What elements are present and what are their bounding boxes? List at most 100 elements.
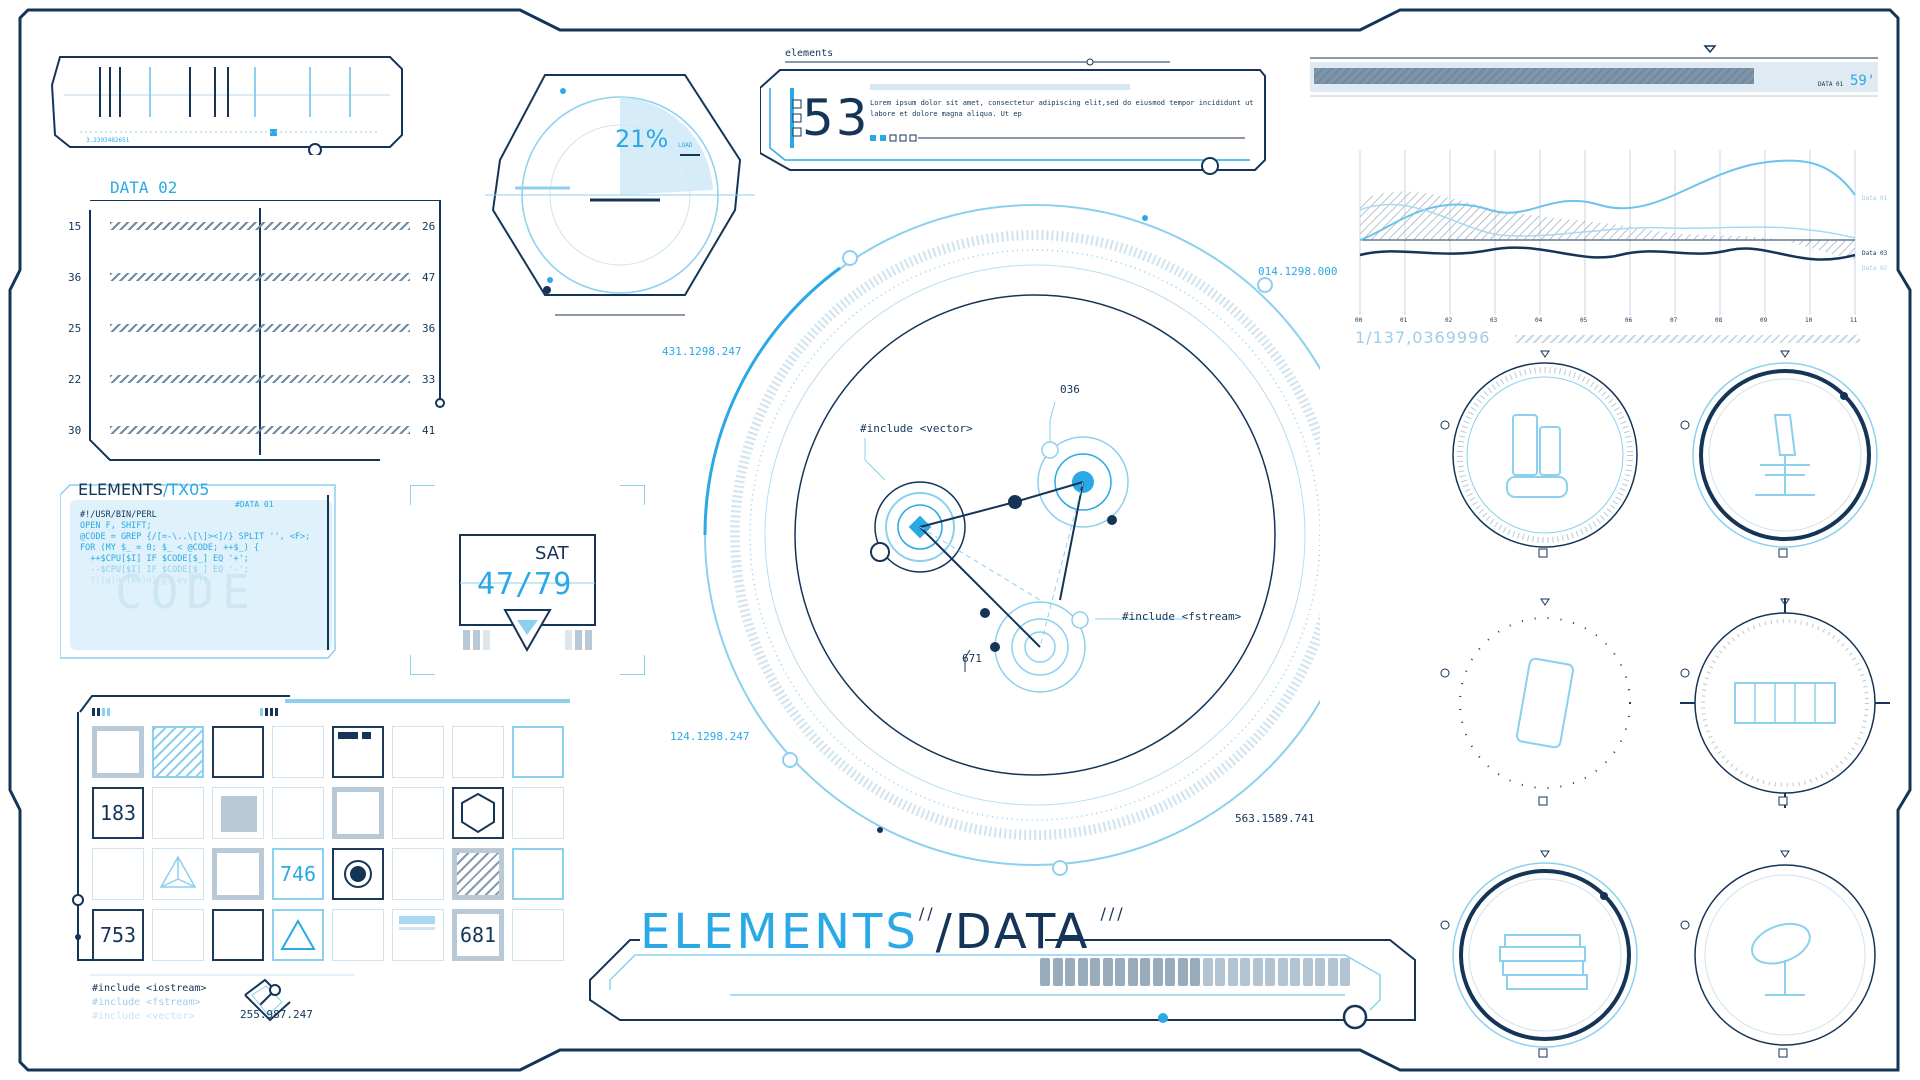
grid-cell[interactable] bbox=[392, 726, 444, 778]
batteries-icon bbox=[1506, 414, 1568, 498]
chart-x-tick: 08 bbox=[1715, 317, 1723, 324]
chart-x-tick: 07 bbox=[1670, 317, 1678, 324]
footer-segment bbox=[1327, 958, 1338, 986]
grid-cell[interactable] bbox=[332, 909, 384, 961]
footer-segment bbox=[1165, 958, 1175, 986]
grid-cell[interactable] bbox=[272, 787, 324, 839]
code-panel-tag: #DATA 01 bbox=[235, 500, 274, 509]
satellite-dish-icon bbox=[1751, 922, 1811, 996]
footer-segment bbox=[1040, 958, 1050, 986]
top-right-bar-fill bbox=[1314, 68, 1754, 84]
grid-cell[interactable] bbox=[332, 726, 384, 778]
icon-circle-smartphone[interactable] bbox=[1435, 593, 1655, 813]
footer-segment bbox=[1115, 958, 1125, 986]
grid-cell-183[interactable]: 183 bbox=[92, 787, 144, 839]
gauge-percent: 21% LOAD bbox=[615, 125, 692, 153]
target-icon bbox=[344, 860, 372, 888]
grid-cell[interactable] bbox=[212, 848, 264, 900]
radar-coord-1: 014.1298.000 bbox=[1258, 265, 1338, 278]
grid-cell[interactable] bbox=[92, 848, 144, 900]
footer-segment bbox=[1090, 958, 1100, 986]
grid-includes: #include <iostream> #include <fstream> #… bbox=[92, 982, 206, 1024]
footer-segment bbox=[1140, 958, 1150, 986]
footer-segment bbox=[1215, 958, 1225, 986]
top-left-panel: 3.2393482651 bbox=[50, 55, 405, 157]
grid-cell[interactable] bbox=[512, 787, 564, 839]
label-node-036: 036 bbox=[1060, 383, 1080, 396]
grid-cell[interactable] bbox=[512, 726, 564, 778]
icon-circle-microscope[interactable] bbox=[1675, 345, 1895, 565]
grid-cell[interactable] bbox=[512, 909, 564, 961]
footer-segment bbox=[1190, 958, 1200, 986]
series-data-02 bbox=[1359, 203, 1856, 239]
grid-cell[interactable] bbox=[212, 787, 264, 839]
code-line: --$CPU[$I] IF $CODE[$_] EQ '-'; bbox=[80, 565, 249, 575]
grid-cell[interactable] bbox=[152, 909, 204, 961]
grid-cell[interactable] bbox=[332, 787, 384, 839]
elements-counter-panel: elements 53 Lorem ipsum dolor sit amet, … bbox=[760, 48, 1270, 178]
radar-coord-4: 563.1589.741 bbox=[1235, 812, 1315, 825]
grid-cell[interactable] bbox=[512, 848, 564, 900]
triangle-icon bbox=[280, 918, 316, 950]
grid-cell[interactable] bbox=[392, 909, 444, 961]
footer-segment bbox=[1277, 958, 1288, 986]
icon-circle-server-rack[interactable] bbox=[1675, 593, 1895, 813]
chart-x-tick: 02 bbox=[1445, 317, 1453, 324]
footer-title-data: /DATA bbox=[935, 904, 1091, 960]
chart-x-tick: 11 bbox=[1850, 317, 1858, 324]
data02-hatch-bar bbox=[110, 375, 410, 383]
icon-circle-batteries[interactable] bbox=[1435, 345, 1655, 565]
top-left-code: 3.2393482651 bbox=[86, 137, 130, 144]
label-include-fstream: #include <fstream> bbox=[1122, 610, 1242, 623]
footer-segment bbox=[1290, 958, 1300, 986]
elements-counter-label: elements bbox=[785, 48, 834, 59]
grid-cell[interactable] bbox=[212, 909, 264, 961]
footer-title-mark-2: /// bbox=[1100, 904, 1126, 923]
grid-cell-753[interactable]: 753 bbox=[92, 909, 144, 961]
icon-circle-satellite-dish[interactable] bbox=[1675, 845, 1895, 1065]
grid-cell[interactable] bbox=[452, 726, 504, 778]
grid-cell[interactable] bbox=[332, 848, 384, 900]
chart-x-tick: 10 bbox=[1805, 317, 1813, 324]
grid-cell[interactable] bbox=[392, 848, 444, 900]
server-rack-icon bbox=[1734, 682, 1836, 724]
grid-cell-746[interactable]: 746 bbox=[272, 848, 324, 900]
grid-cell[interactable] bbox=[212, 726, 264, 778]
legend-data-01: Data 01 bbox=[1862, 195, 1888, 202]
footer-segment bbox=[1177, 958, 1188, 986]
code-panel-title-suffix: /TX05 bbox=[162, 480, 210, 499]
grid-cell[interactable] bbox=[152, 726, 204, 778]
data02-right-value: 41 bbox=[422, 424, 436, 437]
data02-left-value: 15 bbox=[68, 220, 82, 233]
grid-cell[interactable] bbox=[152, 848, 204, 900]
include-vector: #include <vector> bbox=[92, 1011, 195, 1022]
grid-cell[interactable] bbox=[392, 787, 444, 839]
icon-circle-books[interactable] bbox=[1435, 845, 1655, 1065]
include-iostream: #include <iostream> bbox=[92, 983, 207, 994]
footer-segment bbox=[1102, 958, 1113, 986]
footer-segment bbox=[1152, 958, 1163, 986]
sat-day: SAT bbox=[535, 543, 569, 564]
grid-cell[interactable] bbox=[92, 726, 144, 778]
top-right-bar-label: DATA 01 bbox=[1818, 81, 1844, 88]
chart-readout: 1/137,0369996 bbox=[1355, 328, 1491, 347]
grid-cell[interactable] bbox=[272, 726, 324, 778]
network-graph bbox=[864, 401, 1185, 693]
grid-cell[interactable] bbox=[452, 787, 504, 839]
code-panel-header: ELEMENTS/TX05 bbox=[78, 480, 209, 499]
chart-x-tick: 01 bbox=[1400, 317, 1408, 324]
data02-right-value: 33 bbox=[422, 373, 436, 386]
footer-segment bbox=[1252, 958, 1263, 986]
code-line: ++$CPU[$I] IF $CODE[$_] EQ '+'; bbox=[80, 554, 249, 564]
code-line: ?!(q)n (kw)n)_@) ey ?!?; bbox=[80, 576, 214, 586]
data02-hatch-bar bbox=[110, 222, 410, 230]
grid-cell[interactable] bbox=[452, 848, 504, 900]
grid-cell-681[interactable]: 681 bbox=[452, 909, 504, 961]
chart-x-tick: 09 bbox=[1760, 317, 1768, 324]
grid-cell[interactable] bbox=[152, 787, 204, 839]
grid-cell[interactable] bbox=[272, 909, 324, 961]
radar-coord-3: 124.1298.247 bbox=[670, 730, 750, 743]
